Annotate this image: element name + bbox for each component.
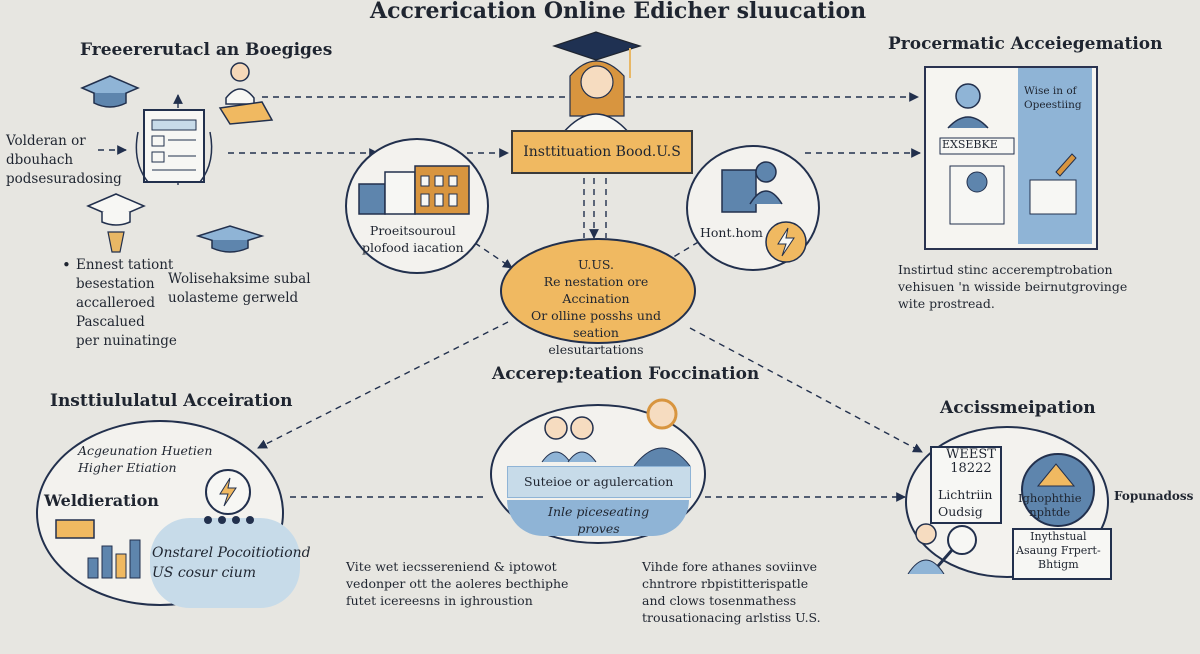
center-bottom-bar[interactable] — [507, 466, 691, 498]
right-top-heading: Procermatic Acceiegemation — [888, 34, 1163, 54]
right-top-caption: Instirtud stinc acceremptrobation vehisu… — [898, 262, 1128, 311]
graduate-figure-icon — [552, 31, 642, 134]
central-accreditation-ellipse[interactable] — [500, 238, 696, 344]
document-icon — [135, 109, 213, 183]
left-label-b: Ennest tationt besestation accalleroed P… — [76, 257, 177, 349]
mountain-icon — [1021, 453, 1095, 527]
right-bottom-heading: Accissmeipation — [940, 398, 1096, 418]
graduation-cap-icon — [86, 193, 146, 253]
left-bottom-line-2: Onstarel Pocoitiotiond US cosur cium — [152, 545, 311, 581]
left-top-heading: Freeererutacl an Boegiges — [80, 40, 333, 60]
graduation-cap-icon — [80, 75, 140, 108]
left-bottom-blue-blob — [150, 518, 300, 608]
right-bottom-card — [930, 446, 1002, 524]
graduation-cap-icon — [196, 225, 265, 253]
person-icon — [939, 83, 1077, 225]
online-course-text: Hont.hom — [700, 225, 763, 240]
center-bottom-heading: Accerep:teation Foccination — [492, 364, 760, 384]
left-label-c: Wolisehaksime subal uolasteme gerweld — [168, 271, 311, 306]
center-bottom-blue-area — [507, 500, 689, 536]
lightning-icon — [765, 221, 807, 263]
right-bottom-box — [1012, 528, 1112, 580]
student-icon — [218, 62, 274, 125]
bullet: • — [62, 256, 71, 274]
center-bottom-caption: Vite wet iecssereniend & iptowot vedonpe… — [346, 559, 569, 608]
institution-box[interactable]: Insttituation Bood.U.S — [511, 130, 693, 174]
right-panel-text-1: Wise in of Opeestiing — [1024, 85, 1082, 111]
bar-chart-icon — [55, 519, 141, 579]
connector-lines — [98, 92, 923, 502]
program-location-text: Proeitsouroul plofood iacation — [362, 223, 464, 255]
page-title: Accrerication Online Edicher sluucation — [370, 0, 867, 24]
left-bottom-heading: Insttiululatul Acceiration — [50, 391, 293, 411]
lightning-icon — [204, 469, 254, 524]
right-bottom-side-label: Fopunadoss — [1114, 489, 1194, 503]
left-bottom-bold-label: Weldieration — [44, 491, 159, 510]
right-bottom-box-text: Inythstual Asaung Frpert- Bhtigm — [1016, 530, 1101, 571]
building-icon — [358, 165, 470, 215]
left-bottom-line-1: Acgeunation Huetien Higher Etiation — [78, 443, 213, 475]
central-accreditation-text: U.US. Re nestation ore Accination Or oll… — [530, 257, 662, 357]
center-bottom-bar-text: Suteioe or agulercation — [524, 474, 674, 489]
center-bottom-lower-text: Inle piceseating proves — [548, 504, 650, 536]
right-panel-blue-page — [1018, 68, 1092, 244]
person-icon — [541, 398, 691, 466]
magnifier-icon — [907, 523, 977, 574]
book-icon — [721, 161, 783, 213]
right-bottom-card-sub: Lichtriin Oudsig — [938, 487, 993, 519]
right-bottom-circle-text: Ighophthie nphtde — [1018, 491, 1082, 519]
right-bottom-card-text: WEEST 18222 — [946, 447, 996, 476]
right-panel-text-2: EXSEBKE — [942, 138, 998, 151]
left-label-a: Volderan or dbouhach podsesuradosing — [6, 133, 122, 187]
right-bottom-caption: Vihde fore athanes soviinve chntrore rbp… — [642, 559, 821, 625]
